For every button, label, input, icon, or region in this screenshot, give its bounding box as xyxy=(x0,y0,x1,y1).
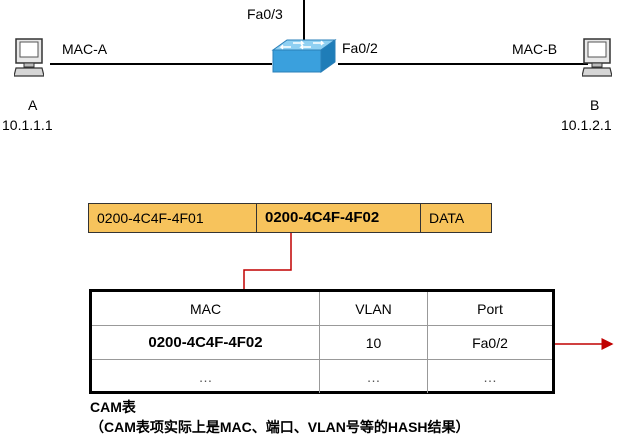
host-a-ip: 10.1.1.1 xyxy=(2,117,53,133)
host-a-name: A xyxy=(28,97,38,113)
cam-caption: CAM表 （CAM表项实际上是MAC、端口、VLAN号等的HASH结果） xyxy=(90,397,470,437)
frame-dst-mac: 0200-4C4F-4F02 xyxy=(257,204,421,232)
cam-entry-port: Fa0/2 xyxy=(472,334,508,351)
port-label-fa0-3: Fa0/3 xyxy=(247,6,283,22)
host-b-name: B xyxy=(590,97,600,113)
frame-src-mac: 0200-4C4F-4F01 xyxy=(89,204,257,232)
cam-caption-title: CAM表 xyxy=(90,399,136,415)
host-b-mac-label: MAC-B xyxy=(512,41,558,57)
cam-caption-note: （CAM表项实际上是MAC、端口、VLAN号等的HASH结果） xyxy=(90,419,470,435)
cam-entry-vlan: 10 xyxy=(320,326,428,359)
cam-entry-mac: 0200-4C4F-4F02 xyxy=(92,326,320,359)
cam-header-vlan: VLAN xyxy=(320,292,428,325)
table-row: 0200-4C4F-4F02 10 Fa0/2 xyxy=(92,325,552,359)
cam-placeholder-mac: … xyxy=(92,360,320,393)
cam-header-mac: MAC xyxy=(92,292,320,325)
cam-placeholder-port: … xyxy=(483,368,497,385)
host-b-ip: 10.1.2.1 xyxy=(561,117,612,133)
ethernet-frame: 0200-4C4F-4F01 0200-4C4F-4F02 DATA xyxy=(88,203,492,233)
cam-table: MAC VLAN Port 0200-4C4F-4F02 10 Fa0/2 … … xyxy=(89,289,555,394)
switch-icon[interactable] xyxy=(269,38,339,82)
host-a-mac-label: MAC-A xyxy=(62,41,108,57)
cam-placeholder-vlan: … xyxy=(320,360,428,393)
computer-b-icon[interactable] xyxy=(582,38,612,78)
port-label-fa0-2: Fa0/2 xyxy=(342,40,378,56)
cam-header-port: Port xyxy=(477,300,503,317)
computer-a-icon[interactable] xyxy=(14,38,44,78)
table-row: … … … xyxy=(92,359,552,393)
cam-header-row: MAC VLAN Port xyxy=(92,292,552,325)
frame-payload: DATA xyxy=(421,204,491,232)
